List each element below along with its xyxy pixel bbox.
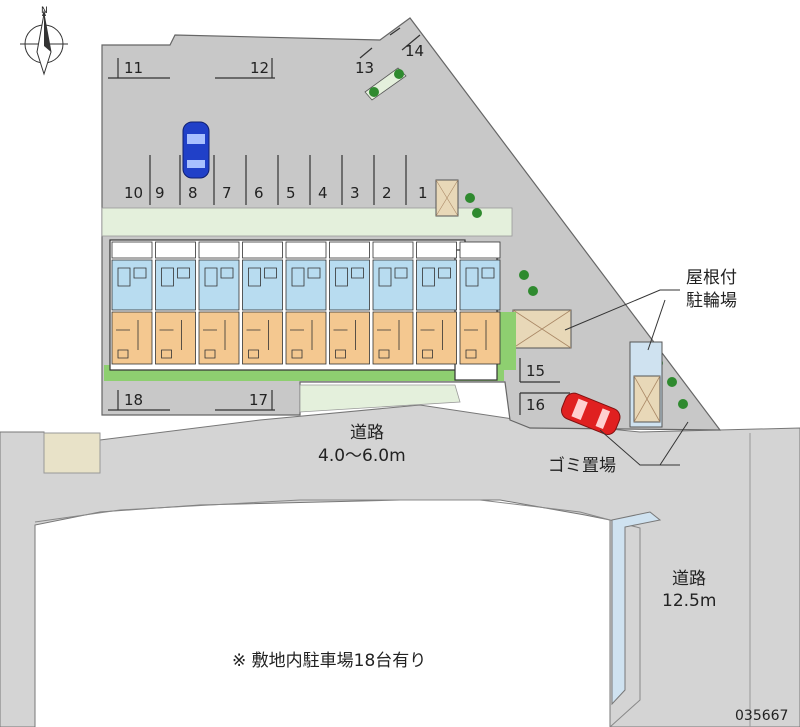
- parking-lines-top: [149, 155, 407, 205]
- garbage-label: ゴミ置場: [548, 455, 616, 476]
- wide-road-width: 12.5m: [662, 591, 716, 611]
- blue-car: [182, 121, 210, 179]
- bike-parking-shed: [512, 309, 572, 349]
- space-label-9: 9: [155, 184, 165, 202]
- space-label-16: 16: [526, 396, 545, 414]
- space-label-5: 5: [286, 184, 296, 202]
- bike-parking-label-line2: 駐輪場: [686, 291, 737, 311]
- space-label-3: 3: [350, 184, 360, 202]
- road-sidewalk-wide: [611, 511, 662, 706]
- space-label-15: 15: [526, 362, 545, 380]
- parking-note: ※ 敷地内駐車場18台有り: [232, 651, 426, 671]
- footpath-south: [299, 384, 461, 413]
- callout-lines: [564, 289, 689, 466]
- road-curb-lower: [34, 499, 641, 727]
- space-label-6: 6: [254, 184, 264, 202]
- space-label-7: 7: [222, 184, 232, 202]
- empty-lot-left: [43, 432, 101, 474]
- space-label-2: 2: [382, 184, 392, 202]
- north-arrow-icon: [42, 10, 46, 16]
- space-label-4: 4: [318, 184, 328, 202]
- space-label-12: 12: [250, 59, 269, 77]
- space-label-17: 17: [249, 391, 268, 409]
- garbage-area: [629, 341, 663, 428]
- red-car: [561, 392, 621, 436]
- parking-space-numbers: 10 9 8 7 6 5 4 3 2 1: [124, 184, 428, 202]
- narrow-road-width: 4.0～6.0m: [318, 446, 406, 466]
- parking-lines-misc: [108, 27, 570, 415]
- space-label-11: 11: [124, 59, 143, 77]
- apartment-unit: [285, 241, 327, 365]
- space-label-18: 18: [124, 391, 143, 409]
- wide-road-name: 道路: [672, 569, 706, 589]
- apartment-unit: [242, 241, 283, 365]
- north-label: N: [41, 6, 48, 16]
- apartment-unit: [111, 241, 153, 365]
- apartment-unit: [198, 241, 240, 365]
- property-code: 035667: [735, 708, 788, 724]
- bike-parking-label-line1: 屋根付: [686, 268, 737, 288]
- apartment-unit: [372, 241, 414, 365]
- space-label-10: 10: [124, 184, 143, 202]
- space-label-1: 1: [418, 184, 428, 202]
- space-label-8: 8: [188, 184, 198, 202]
- apartment-unit: [416, 241, 457, 365]
- apartment-building: [104, 239, 516, 381]
- space-label-13: 13: [355, 59, 374, 77]
- apartment-unit: [459, 241, 501, 365]
- narrow-road-name: 道路: [350, 423, 384, 443]
- compass: [20, 10, 68, 76]
- apartment-unit: [329, 241, 370, 365]
- apartment-unit: [155, 241, 196, 365]
- tree-island: [364, 67, 407, 101]
- space-label-14: 14: [405, 42, 424, 60]
- road-area: [0, 404, 800, 727]
